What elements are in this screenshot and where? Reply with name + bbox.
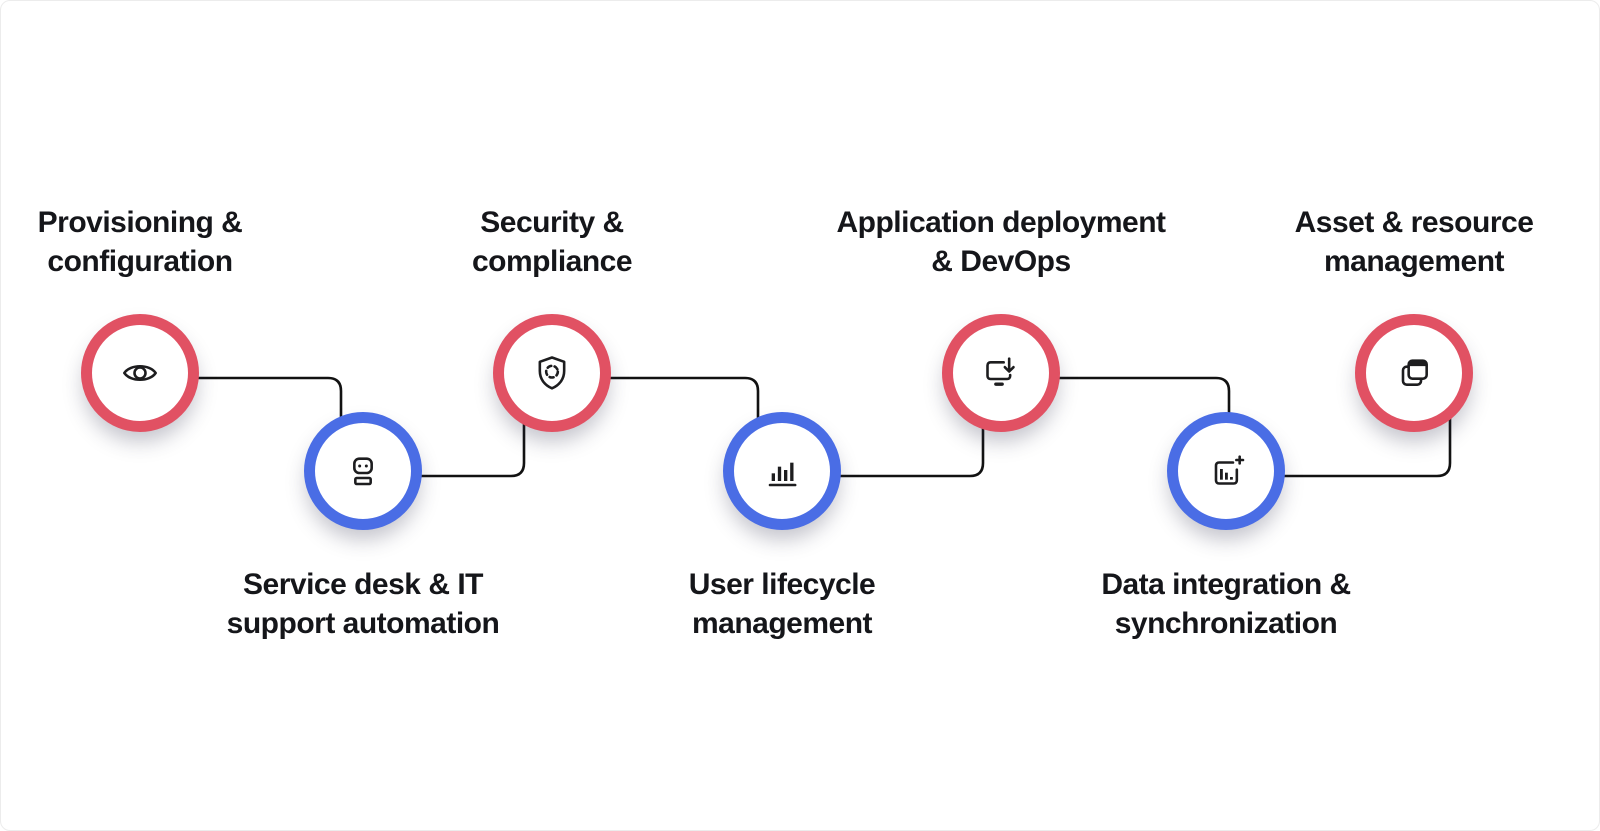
- node-label: User lifecycle management: [562, 565, 1002, 643]
- label-line: Asset & resource: [1294, 206, 1534, 239]
- label-line: management: [691, 607, 873, 640]
- node-label: Service desk & IT support automation: [143, 565, 583, 643]
- node-circle-user-lifecycle: [723, 412, 841, 530]
- connector: [363, 373, 526, 478]
- monitor-download-icon: [981, 353, 1021, 393]
- label-line: management: [1323, 245, 1505, 278]
- window-copy-icon: [1394, 353, 1434, 393]
- node-circle-app-deployment: [942, 314, 1060, 432]
- node-label: Security & compliance: [332, 203, 772, 281]
- label-line: & DevOps: [931, 245, 1071, 278]
- node-label: Application deployment & DevOps: [781, 203, 1221, 281]
- connector: [552, 376, 760, 471]
- label-line: Security &: [480, 206, 624, 239]
- label-line: support automation: [226, 607, 500, 640]
- label-line: Provisioning &: [37, 206, 243, 239]
- node-circle-service-desk: [304, 412, 422, 530]
- node-label: Data integration & synchronization: [1006, 565, 1446, 643]
- connector: [140, 376, 343, 471]
- chart-add-icon: [1206, 451, 1246, 491]
- connector: [1001, 376, 1231, 471]
- label-line: compliance: [471, 245, 633, 278]
- node-circle-provisioning: [81, 314, 199, 432]
- node-circle-asset-management: [1355, 314, 1473, 432]
- node-circle-data-integration: [1167, 412, 1285, 530]
- shield-icon: [532, 353, 572, 393]
- robot-icon: [343, 451, 383, 491]
- node-circle-security: [493, 314, 611, 432]
- label-line: synchronization: [1114, 607, 1338, 640]
- connector: [1226, 373, 1452, 478]
- node-label: Provisioning & configuration: [1, 203, 360, 281]
- eye-icon: [120, 353, 160, 393]
- label-line: Application deployment: [836, 206, 1166, 239]
- label-line: User lifecycle: [688, 568, 876, 601]
- label-line: Service desk & IT: [243, 568, 483, 601]
- node-label: Asset & resource management: [1194, 203, 1599, 281]
- connector: [782, 373, 985, 478]
- label-line: Data integration &: [1101, 568, 1351, 601]
- bar-chart-icon: [762, 451, 802, 491]
- label-line: configuration: [47, 245, 233, 278]
